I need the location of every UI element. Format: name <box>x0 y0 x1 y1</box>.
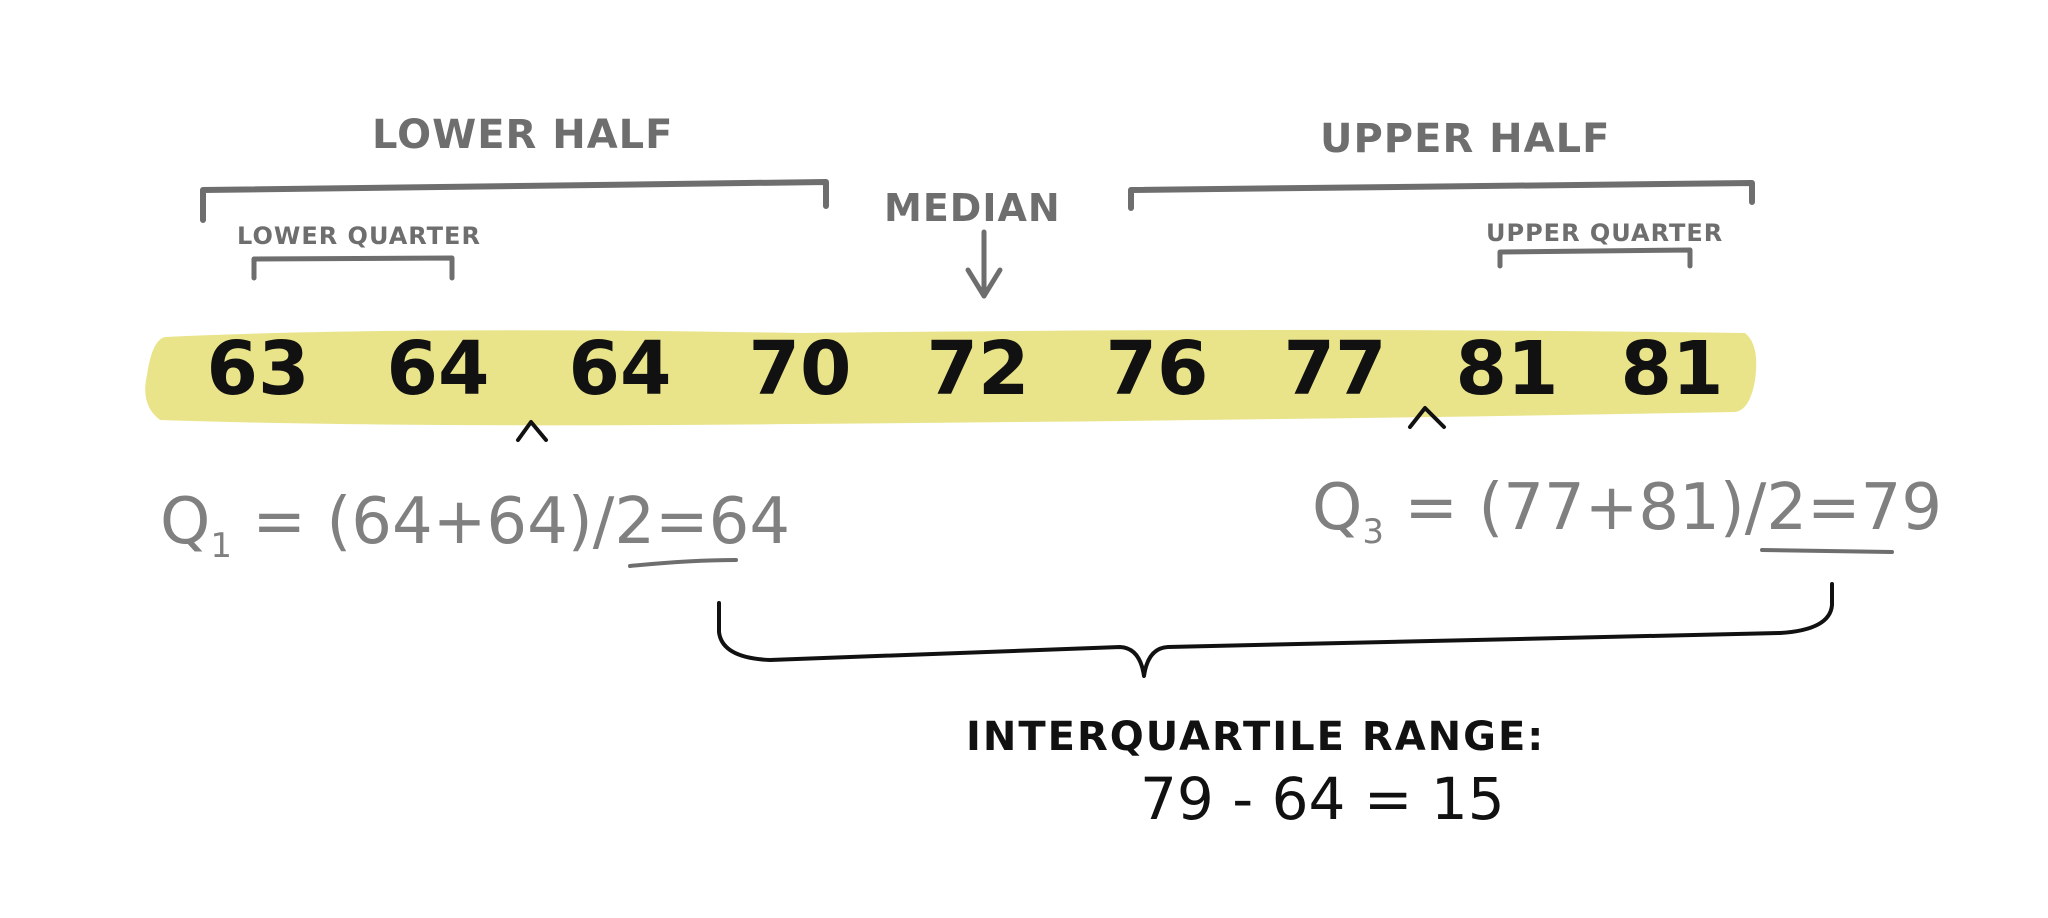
q3-subscript: 3 <box>1362 511 1385 552</box>
value-6: 76 <box>1105 326 1209 412</box>
value-4: 70 <box>748 326 852 412</box>
value-1: 63 <box>206 326 310 412</box>
upper-half-label: UPPER HALF <box>1320 116 1611 162</box>
lower-quarter-bracket <box>251 255 455 281</box>
value-9: 81 <box>1620 326 1724 412</box>
q1-symbol: Q <box>160 485 211 559</box>
q1-expression: = (64+64)/2= <box>232 485 709 559</box>
value-8: 81 <box>1455 326 1559 412</box>
lower-half-label: LOWER HALF <box>372 112 674 158</box>
q3-expression: = (77+81)/2= <box>1384 471 1861 545</box>
q3-symbol: Q <box>1312 471 1363 545</box>
q3-caret <box>1408 406 1446 429</box>
q1-result: 64 <box>708 485 791 559</box>
q1-caret <box>516 420 548 442</box>
lower-half-bracket <box>200 179 829 223</box>
value-5: 72 <box>926 326 1030 412</box>
q1-formula: Q1 = (64+64)/2=64 <box>160 490 790 563</box>
iqr-title: INTERQUARTILE RANGE: <box>966 714 1546 760</box>
upper-quarter-label: UPPER QUARTER <box>1486 219 1724 247</box>
interquartile-brace <box>717 582 1834 678</box>
upper-half-bracket <box>1128 180 1755 211</box>
value-3: 64 <box>568 326 672 412</box>
value-2: 64 <box>386 326 490 412</box>
q3-formula: Q3 = (77+81)/2=79 <box>1312 476 1942 549</box>
highlight-band <box>145 330 1757 426</box>
q3-result-underline <box>1760 548 1894 554</box>
median-label: MEDIAN <box>884 186 1061 230</box>
q1-subscript: 1 <box>210 525 233 566</box>
q1-result-underline <box>628 558 738 568</box>
q3-result: 79 <box>1860 471 1943 545</box>
iqr-calculation: 79 - 64 = 15 <box>1140 765 1505 833</box>
value-7: 77 <box>1283 326 1387 412</box>
upper-quarter-bracket <box>1497 247 1693 269</box>
lower-quarter-label: LOWER QUARTER <box>237 222 481 250</box>
median-arrow <box>965 229 1003 299</box>
